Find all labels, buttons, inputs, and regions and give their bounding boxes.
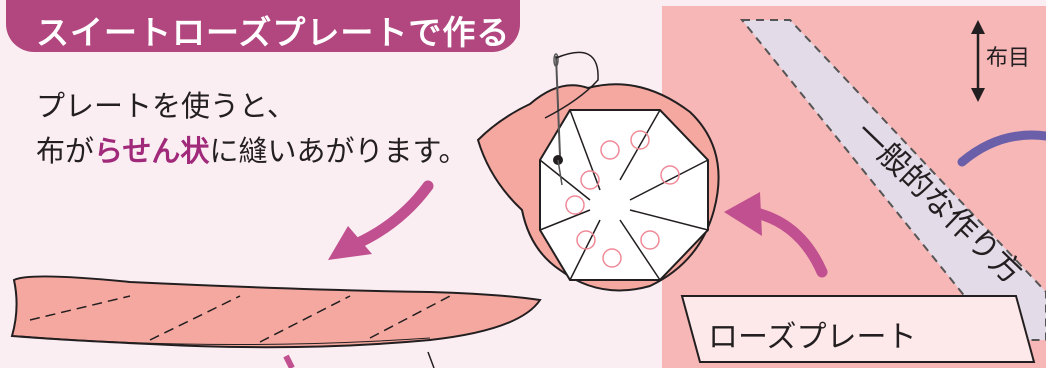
double-arrow-icon bbox=[971, 20, 985, 102]
rose-plate-label: ローズプレート bbox=[708, 320, 917, 355]
fabric-grain-label: 布目 bbox=[986, 46, 1031, 71]
general-method-strip bbox=[739, 19, 1046, 341]
purple-curve bbox=[957, 130, 1046, 167]
intro-line-1: プレートを使うと、 bbox=[36, 89, 296, 123]
page-title: スイートローズプレートで作る bbox=[36, 13, 511, 52]
pink-curved-arrow-icon bbox=[724, 192, 828, 278]
intro-line-2: 布がらせん状に縫いあがります。 bbox=[36, 134, 468, 168]
needle-icon bbox=[544, 51, 599, 157]
rose-plate-shape bbox=[680, 295, 1036, 363]
title-banner: スイートローズプレートで作る bbox=[6, 0, 520, 52]
pin-icon bbox=[553, 155, 563, 186]
intro-highlight: らせん状 bbox=[94, 134, 210, 168]
rose-plate-octagon bbox=[476, 51, 720, 292]
rolled-fabric-strip bbox=[10, 275, 542, 368]
intro-text: プレートを使うと、 布がらせん状に縫いあがります。 bbox=[36, 84, 468, 174]
pink-curved-arrow-icon bbox=[328, 180, 434, 260]
